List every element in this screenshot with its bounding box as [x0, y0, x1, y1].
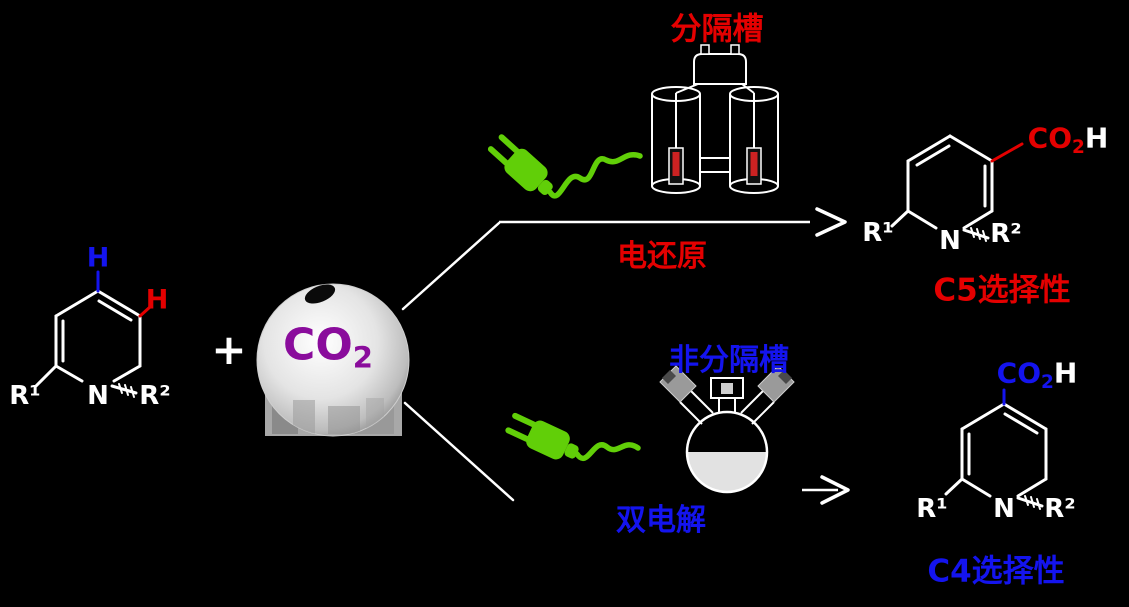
flask-body [685, 410, 769, 494]
c4-selectivity-label: C4选择性 [927, 553, 1065, 590]
reactant-h-c4-label: H [86, 242, 110, 274]
co2h-co: CO [1027, 121, 1073, 155]
undivided-cell-icon [659, 365, 795, 494]
c4-product-r1-label: R¹ [916, 494, 948, 524]
terminal [730, 44, 740, 55]
reactant-pyridine-structure [34, 270, 152, 398]
pyridine-ring [960, 402, 1048, 498]
bond-co2h [990, 142, 1024, 163]
co2-sphere-label: CO2 [283, 323, 373, 372]
branch-lines [401, 221, 515, 502]
left-cell-cylinder [651, 86, 701, 194]
reactant-n-label: N [87, 381, 109, 411]
undivided-cell-label: 非分隔槽 [669, 343, 789, 378]
arrow-head [820, 475, 850, 505]
co2h-h: H [1053, 356, 1078, 390]
bond-r2-hashed [110, 383, 138, 398]
power-supply-box [693, 53, 747, 85]
power-plug-top-icon [487, 134, 643, 199]
c4-product-r2-label: R² [1044, 494, 1076, 524]
hash-marks [118, 383, 135, 398]
arrow-head [815, 207, 847, 237]
double-bond-inner [1003, 412, 1039, 435]
co2h-h: H [1084, 121, 1109, 155]
c5-co2h-group-label: CO2H [1027, 121, 1109, 158]
branch-line-bottom [403, 401, 515, 502]
arrow-top-icon [499, 207, 847, 237]
reactant-h-c3-label: H [145, 284, 169, 316]
c4-product-n-label: N [993, 494, 1015, 524]
c5-product-n-label: N [939, 226, 961, 256]
lead-wires [675, 83, 755, 148]
pyridine-ring [54, 289, 142, 383]
plug-cord [574, 442, 641, 462]
sphere-notch [304, 284, 336, 304]
c4-co2h-group-label: CO2H [996, 356, 1078, 393]
flask-liquid [687, 452, 767, 492]
paired-electrolysis-label: 双电解 [616, 503, 706, 538]
power-plug-bottom-icon [505, 412, 641, 462]
hash-marks [970, 227, 987, 242]
product-c4-structure [944, 388, 1048, 510]
electrode-stripe [672, 152, 680, 176]
co2h-co: CO [996, 356, 1042, 390]
electrode-clip [778, 370, 792, 384]
terminal [700, 44, 710, 55]
pyridine-ring [906, 134, 994, 230]
plug-cord [547, 151, 643, 199]
sphere-body [256, 283, 410, 437]
c5-product-r1-label: R¹ [862, 218, 894, 248]
co2h-sub: 2 [1072, 136, 1085, 158]
plus-sign: + [211, 325, 247, 374]
electroreduction-label: 电还原 [617, 239, 707, 274]
bond-r1 [34, 364, 58, 388]
salt-bridge [700, 157, 730, 173]
plug-body [487, 134, 553, 195]
branch-line-top [401, 221, 501, 311]
plug-body [505, 412, 579, 460]
reactant-r1-label: R¹ [9, 381, 41, 411]
bond-h-c3 [138, 305, 152, 318]
divided-cell-icon [651, 44, 779, 194]
arrow-bottom-icon [802, 475, 850, 505]
double-bond-inner [97, 299, 133, 322]
c5-selectivity-label: C5选择性 [933, 272, 1071, 309]
co2-subscript: 2 [352, 340, 373, 375]
co2-sphere [256, 283, 410, 437]
flask-necks [679, 390, 775, 425]
stopper-septum [721, 383, 733, 394]
bond-r2-hashed [962, 227, 990, 242]
co2-text: CO [283, 319, 353, 371]
co2h-sub: 2 [1041, 371, 1054, 393]
product-c5-structure [890, 134, 1024, 242]
bond-r2-hashed [1016, 495, 1044, 510]
double-bond-inner [915, 144, 951, 167]
hash-marks [1024, 495, 1041, 510]
c5-product-r2-label: R² [990, 219, 1022, 249]
reactant-r2-label: R² [139, 381, 171, 411]
electrode-clip [662, 370, 676, 384]
electrode-stripe [750, 152, 758, 176]
bond-r1 [890, 209, 910, 228]
divided-cell-label: 分隔槽 [670, 11, 764, 48]
bond-r1 [944, 477, 964, 496]
